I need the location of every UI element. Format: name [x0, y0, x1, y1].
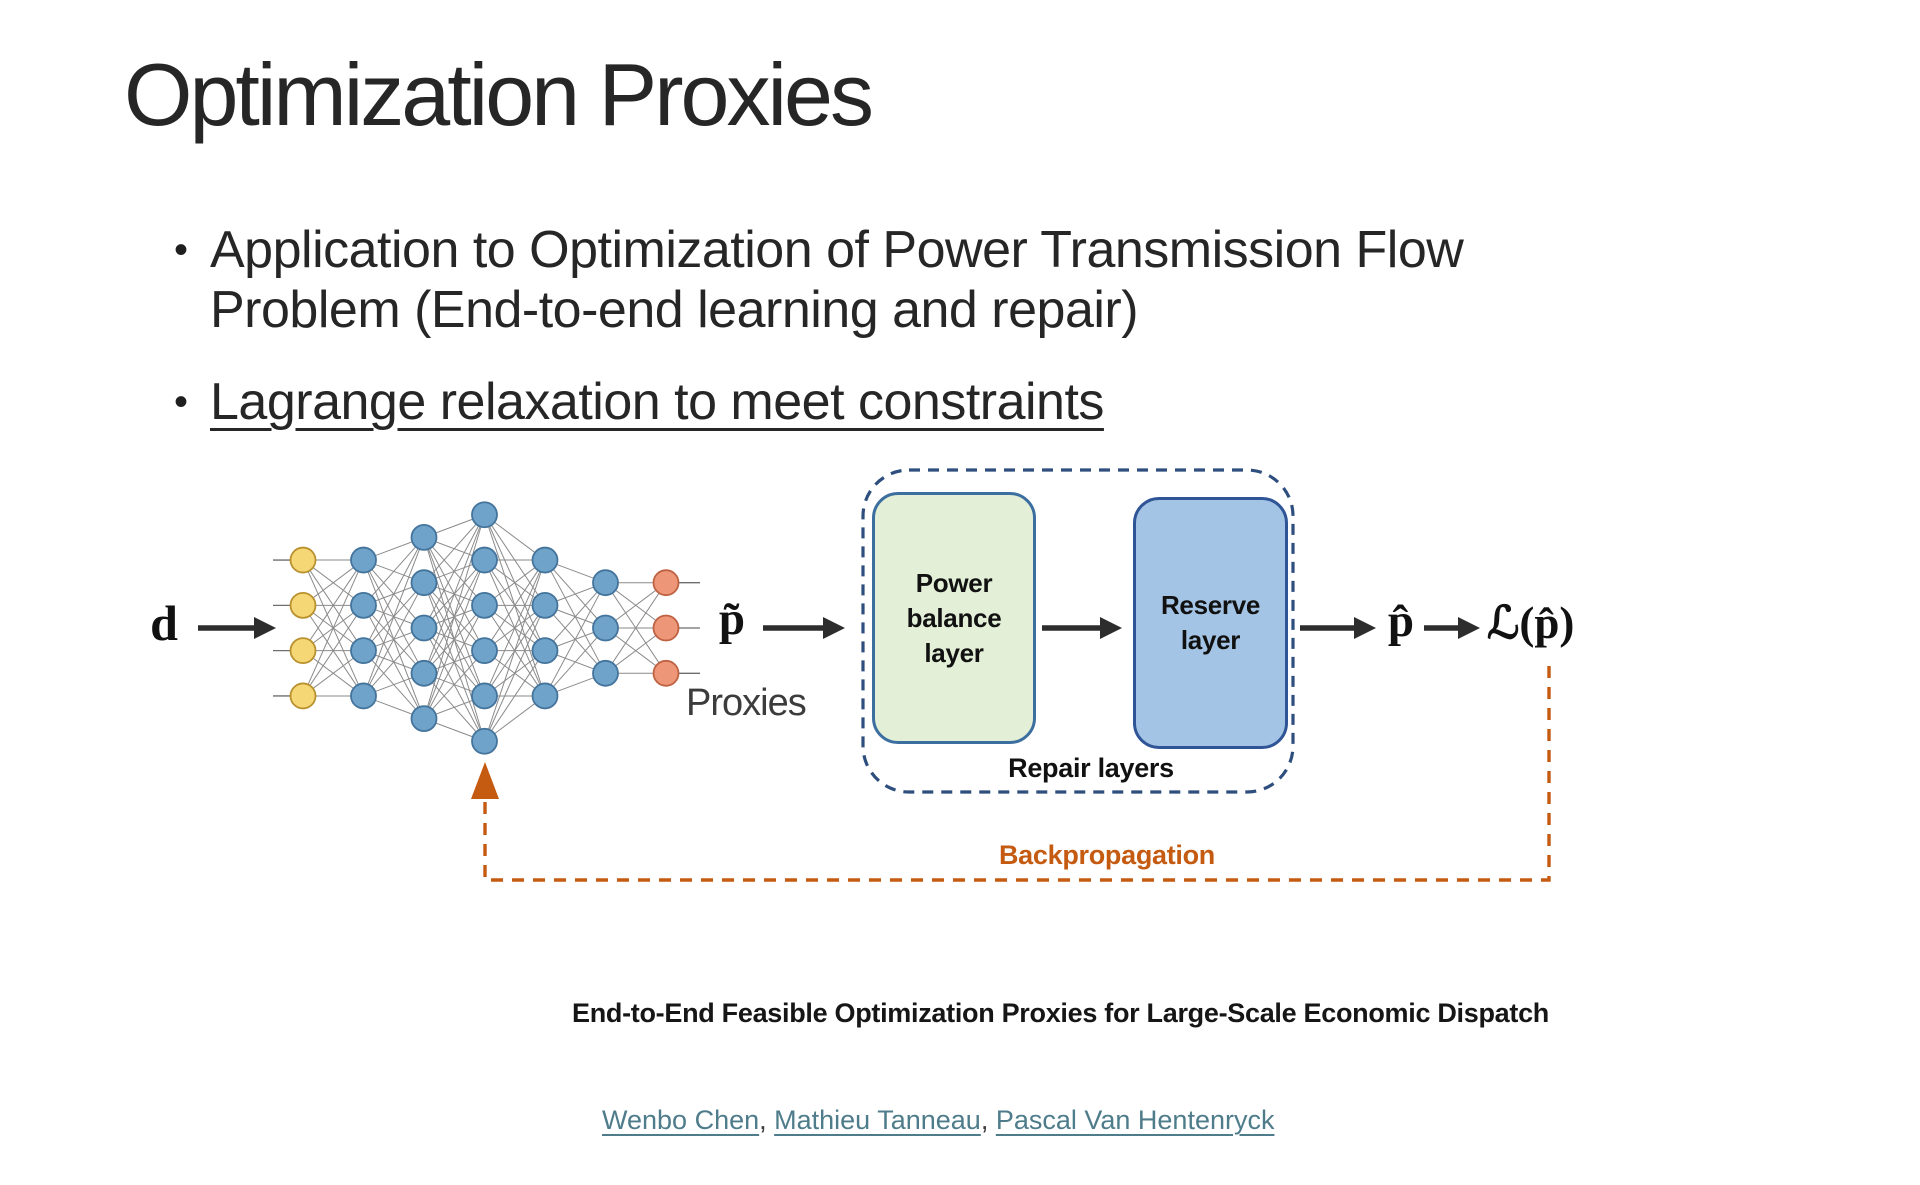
hidden-node — [350, 591, 377, 619]
author-link[interactable]: Pascal Van Hentenryck — [995, 1105, 1275, 1135]
input-node — [289, 591, 317, 619]
input-node — [289, 637, 317, 665]
input-node — [289, 682, 317, 710]
hidden-node — [471, 727, 498, 755]
proxies-caption: Proxies — [686, 682, 807, 724]
power-balance-label-line: balance — [906, 602, 1002, 633]
hidden-node — [410, 659, 438, 687]
bullet-marker: • — [174, 380, 189, 424]
network-nodes — [289, 501, 680, 755]
repair-layers-dashed-box — [861, 468, 1295, 794]
network-stub-lines — [273, 559, 700, 697]
hidden-node — [531, 682, 559, 710]
input-node — [289, 546, 317, 574]
pipeline-diagram — [198, 468, 1551, 882]
input-vector-label: d — [150, 595, 178, 651]
hidden-node — [410, 569, 438, 597]
hidden-node — [471, 591, 498, 619]
reserve-label-line: layer — [1180, 625, 1241, 655]
citation-block: End-to-End Feasible Optimization Proxies… — [572, 962, 1549, 1185]
neural-network — [273, 501, 700, 755]
proxy-output-label: p̃ — [718, 593, 746, 645]
bullet-line: Application to Optimization of Power Tra… — [210, 221, 1464, 279]
bullet-item: • Lagrange relaxation to meet constraint… — [174, 372, 1694, 432]
page-title: Optimization Proxies — [124, 45, 874, 144]
citation-title: End-to-End Feasible Optimization Proxies… — [572, 998, 1549, 1028]
hidden-node — [471, 546, 498, 574]
hidden-node — [592, 614, 619, 642]
hidden-node — [350, 546, 377, 574]
hidden-node — [350, 637, 377, 665]
hidden-node — [410, 614, 438, 642]
author-separator: , — [980, 1105, 996, 1135]
citation-authors: Wenbo Chen, Mathieu Tanneau, Pascal Van … — [572, 1074, 1549, 1167]
hidden-node — [350, 682, 377, 710]
loss-function-label: ℒ(p̂) — [1487, 598, 1575, 648]
hidden-node — [471, 501, 498, 529]
bullet-list: • Application to Optimization of Power T… — [174, 220, 1694, 464]
hidden-node — [531, 637, 559, 665]
slide-canvas: { "slide": { "title": "Optimization Prox… — [124, 45, 1694, 1135]
power-balance-layer-box: Power balance layer — [872, 492, 1036, 744]
hidden-node — [531, 546, 559, 574]
author-separator: , — [759, 1105, 775, 1135]
reserve-label-line: Reserve — [1160, 590, 1261, 620]
hidden-node — [592, 659, 619, 687]
backpropagation-label: Backpropagation — [998, 840, 1216, 870]
bullet-item: • Application to Optimization of Power T… — [174, 220, 1694, 340]
bullet-marker: • — [174, 228, 189, 272]
power-balance-label-line: Power — [915, 567, 993, 598]
hidden-node — [471, 682, 498, 710]
bullet-text: Lagrange relaxation to meet constraints — [210, 372, 1104, 432]
backpropagation-path — [471, 666, 1551, 882]
author-link[interactable]: Mathieu Tanneau — [774, 1105, 981, 1135]
output-node — [652, 659, 680, 687]
flow-arrows — [198, 617, 1480, 639]
power-balance-label-line: layer — [924, 637, 984, 668]
output-node — [652, 569, 680, 597]
hidden-node — [471, 637, 498, 665]
reserve-layer-box: Reserve layer — [1133, 497, 1288, 749]
hidden-node — [592, 569, 619, 597]
bullet-text: Application to Optimization of Power Tra… — [210, 220, 1464, 340]
hidden-node — [531, 591, 559, 619]
output-node — [652, 614, 680, 642]
repair-layers-caption: Repair layers — [1008, 753, 1174, 783]
bullet-line: Problem (End-to-end learning and repair) — [210, 281, 1139, 339]
author-link[interactable]: Wenbo Chen — [602, 1105, 760, 1135]
bullet-line: Lagrange relaxation to meet constraints — [210, 373, 1104, 431]
hidden-node — [410, 524, 438, 551]
backprop-arrowhead — [471, 762, 499, 799]
final-output-label: p̂ — [1387, 595, 1415, 647]
hidden-node — [410, 705, 438, 732]
